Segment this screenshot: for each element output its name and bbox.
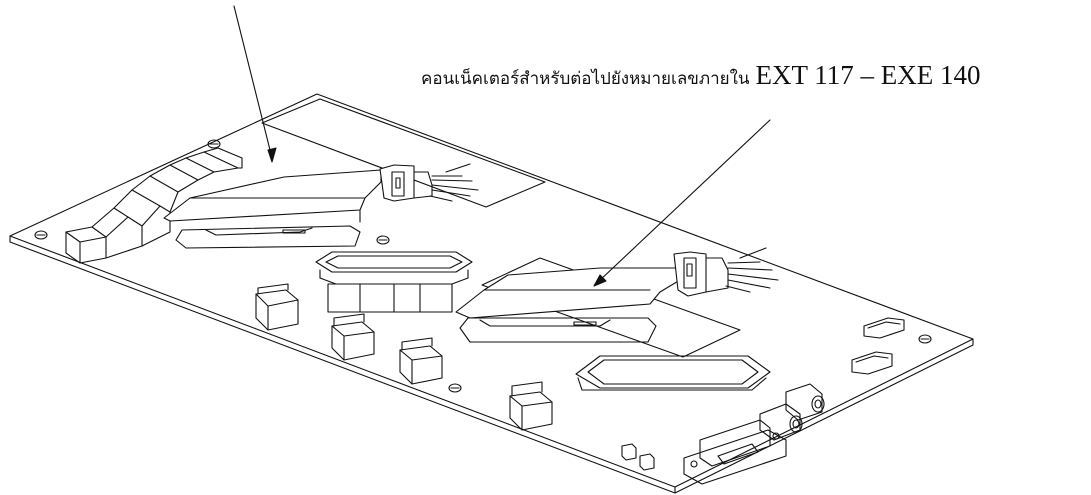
ribbon-connector-front bbox=[456, 248, 778, 342]
leader-arrow-top bbox=[234, 6, 276, 162]
label-panel-front bbox=[482, 258, 740, 357]
switch-4 bbox=[510, 382, 552, 430]
card-edge-connector-front bbox=[576, 356, 770, 390]
jack-block-row bbox=[66, 148, 242, 263]
audio-jack-upper bbox=[786, 384, 824, 420]
switch-3 bbox=[400, 338, 442, 384]
card-edge-connector-middle bbox=[316, 252, 472, 312]
switch-2 bbox=[332, 314, 374, 360]
callout-thai-text: คอนเน็คเตอร์สำหรับต่อไปยังหมายเลขภายใน bbox=[421, 69, 750, 89]
pin-header-lower bbox=[852, 352, 892, 374]
pin-header-upper bbox=[864, 318, 904, 338]
ribbon-connector-rear bbox=[164, 164, 478, 248]
switch-1 bbox=[256, 284, 298, 330]
mounting-screw-center bbox=[377, 236, 389, 244]
mounting-screw-top bbox=[208, 140, 220, 148]
mounting-screw-left bbox=[35, 231, 47, 239]
mounting-screw-front bbox=[449, 384, 461, 392]
callout-ext-range: EXT 117 – EXE 140 bbox=[755, 60, 981, 90]
small-component-a bbox=[622, 444, 636, 460]
mounting-screw-right bbox=[919, 335, 931, 343]
small-component-b bbox=[640, 454, 654, 470]
leader-arrow-label bbox=[594, 120, 770, 286]
